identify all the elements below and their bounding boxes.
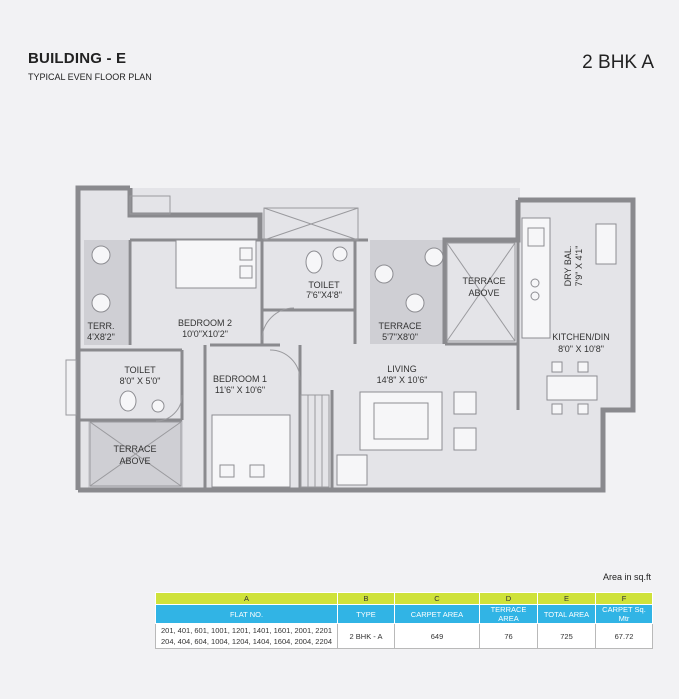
col-header-terrace-area: TERRACE AREA: [479, 604, 538, 624]
floor-plan: TERR. 4'X8'2" BEDROOM 2 10'0"X10'2" TOIL…: [65, 185, 636, 493]
svg-text:TERR.: TERR.: [88, 321, 115, 331]
flat-numbers-line: 201, 401, 601, 1001, 1201, 1401, 1601, 2…: [161, 626, 332, 635]
toilet-icon: [119, 390, 137, 412]
flat-numbers-line: 204, 404, 604, 1004, 1204, 1404, 1604, 2…: [161, 637, 332, 646]
terrace-area-cell: 76: [479, 623, 538, 649]
svg-text:7'9" X 4'1": 7'9" X 4'1": [574, 246, 584, 287]
toilet-icon: [305, 250, 323, 274]
floor-plan-subtitle: TYPICAL EVEN FLOOR PLAN: [28, 72, 152, 82]
svg-text:11'6" X 10'6": 11'6" X 10'6": [215, 385, 265, 395]
svg-text:DRY BAL.: DRY BAL.: [563, 246, 573, 287]
dining-table-icon: [546, 375, 598, 401]
col-header-flat-no: FLAT NO.: [155, 604, 338, 624]
col-header-carpet-area: CARPET AREA: [394, 604, 480, 624]
col-letter: A: [155, 592, 338, 605]
flat-numbers-cell: 201, 401, 601, 1001, 1201, 1401, 1601, 2…: [155, 623, 338, 649]
table-letter-row: A B C D E F: [155, 592, 653, 605]
total-area-cell: 725: [537, 623, 596, 649]
svg-text:14'8" X 10'6": 14'8" X 10'6": [377, 375, 428, 385]
area-units-note: Area in sq.ft: [603, 572, 652, 582]
area-table: A B C D E F FLAT NO. TYPE CARPET AREA TE…: [155, 592, 653, 649]
furniture: [91, 217, 617, 488]
col-letter: C: [394, 592, 480, 605]
svg-text:TOILET: TOILET: [124, 365, 156, 375]
svg-text:TERRACE: TERRACE: [113, 444, 156, 454]
unit-type-label: 2 BHK A: [582, 52, 654, 73]
svg-text:ABOVE: ABOVE: [119, 456, 150, 466]
svg-text:BEDROOM 2: BEDROOM 2: [178, 318, 232, 328]
table-header-row: FLAT NO. TYPE CARPET AREA TERRACE AREA T…: [155, 604, 653, 624]
svg-text:8'0" X 5'0": 8'0" X 5'0": [120, 376, 161, 386]
col-header-total-area: TOTAL AREA: [537, 604, 596, 624]
chair-icon: [374, 264, 394, 284]
svg-text:7'6"X4'8": 7'6"X4'8": [306, 290, 342, 300]
col-letter: B: [337, 592, 395, 605]
col-header-carpet-sqm: CARPET Sq. Mtr: [595, 604, 653, 624]
col-header-type: TYPE: [337, 604, 395, 624]
carpet-sqm-cell: 67.72: [595, 623, 653, 649]
svg-text:KITCHEN/DIN: KITCHEN/DIN: [552, 332, 610, 342]
svg-text:8'0" X 10'8": 8'0" X 10'8": [558, 344, 604, 354]
col-letter: D: [479, 592, 538, 605]
col-letter: F: [595, 592, 653, 605]
table-row: 201, 401, 601, 1001, 1201, 1401, 1601, 2…: [155, 623, 653, 649]
svg-text:ABOVE: ABOVE: [468, 288, 499, 298]
svg-text:4'X8'2": 4'X8'2": [87, 332, 115, 342]
terrace-above-boxes: [89, 207, 516, 487]
svg-text:TERRACE: TERRACE: [462, 276, 505, 286]
svg-text:TERRACE: TERRACE: [378, 321, 421, 331]
bed-icon: [175, 239, 257, 289]
svg-text:10'0"X10'2": 10'0"X10'2": [182, 329, 228, 339]
svg-text:LIVING: LIVING: [387, 364, 417, 374]
room-labels: TERR. 4'X8'2" BEDROOM 2 10'0"X10'2" TOIL…: [87, 246, 610, 466]
col-letter: E: [537, 592, 596, 605]
svg-text:5'7"X8'0": 5'7"X8'0": [382, 332, 418, 342]
carpet-area-cell: 649: [394, 623, 480, 649]
svg-text:BEDROOM 1: BEDROOM 1: [213, 374, 267, 384]
railings: [65, 195, 330, 488]
svg-text:TOILET: TOILET: [308, 280, 340, 290]
plant-icon: [424, 247, 444, 267]
chair-icon: [91, 245, 111, 265]
door-swings: [155, 307, 301, 422]
type-cell: 2 BHK - A: [337, 623, 395, 649]
building-title: BUILDING - E: [28, 50, 127, 67]
